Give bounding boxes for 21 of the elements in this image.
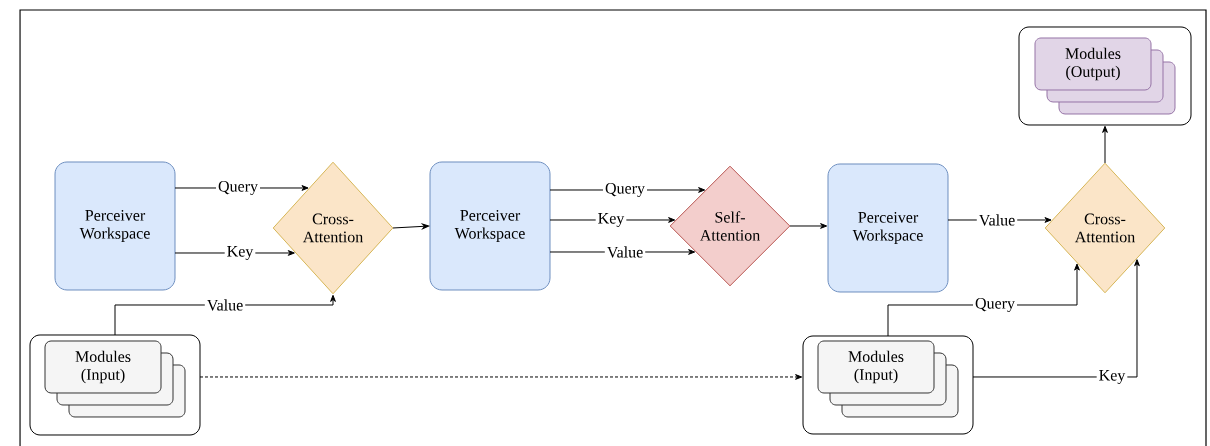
workspace-box: Perceiver Workspace <box>429 161 551 291</box>
arrow <box>199 374 803 380</box>
edge-label: Query <box>973 295 1017 314</box>
edge-label: Value <box>976 212 1018 228</box>
edge-label: Query <box>216 178 260 197</box>
module-card-stack: Modules (Input) <box>44 340 186 418</box>
edge-label: Value <box>604 244 646 260</box>
arrow <box>789 223 828 229</box>
edge-label: Key <box>595 211 627 229</box>
edge-label: Query <box>603 180 647 199</box>
workspace-box: Perceiver Workspace <box>827 163 949 293</box>
workspace-box: Perceiver Workspace <box>54 161 176 291</box>
arrow <box>1102 125 1108 164</box>
arrow <box>972 259 1140 378</box>
edge-label: Key <box>1096 368 1128 386</box>
arrow <box>392 223 430 230</box>
module-card-stack: Modules (Output) <box>1034 37 1176 115</box>
edge-label: Value <box>204 297 246 313</box>
edge-label: Key <box>224 244 256 262</box>
module-card-stack: Modules (Input) <box>817 340 959 418</box>
node-label: Modules <box>1065 47 1121 59</box>
